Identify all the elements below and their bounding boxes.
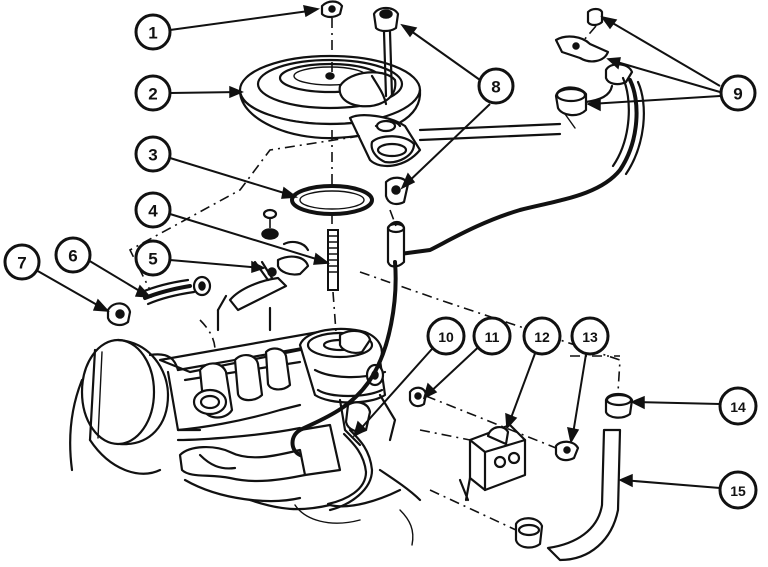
callout-14: 14 bbox=[718, 386, 758, 426]
callout-6: 6 bbox=[54, 236, 92, 274]
svg-text:1: 1 bbox=[148, 24, 157, 43]
svg-text:6: 6 bbox=[68, 247, 77, 266]
callout-2: 2 bbox=[134, 74, 172, 112]
callout-8: 8 bbox=[477, 67, 515, 105]
svg-text:10: 10 bbox=[438, 329, 454, 345]
callout-12: 12 bbox=[522, 316, 562, 356]
callout-1: 1 bbox=[134, 13, 172, 51]
air-cleaner bbox=[238, 54, 422, 168]
svg-text:8: 8 bbox=[491, 78, 500, 97]
svg-text:3: 3 bbox=[148, 146, 157, 165]
callout-5: 5 bbox=[134, 239, 172, 277]
svg-text:13: 13 bbox=[582, 329, 598, 345]
stud bbox=[327, 229, 339, 291]
leader-lines bbox=[35, 5, 721, 489]
callout-3: 3 bbox=[134, 135, 172, 173]
solenoid-assembly bbox=[216, 208, 310, 332]
temperature-sensor bbox=[372, 6, 410, 206]
callout-10: 10 bbox=[426, 316, 466, 356]
wing-nut bbox=[320, 0, 344, 19]
svg-text:11: 11 bbox=[485, 329, 500, 345]
bracket-assembly bbox=[458, 423, 580, 502]
callout-7: 7 bbox=[3, 243, 41, 281]
vacuum-hose-and-fitting bbox=[106, 275, 212, 327]
callout-13: 13 bbox=[570, 316, 610, 356]
svg-text:2: 2 bbox=[148, 85, 157, 104]
svg-text:4: 4 bbox=[148, 202, 158, 221]
callout-11: 11 bbox=[472, 316, 512, 356]
callout-15: 15 bbox=[718, 470, 758, 510]
svg-text:5: 5 bbox=[148, 250, 157, 269]
engine-assembly bbox=[69, 328, 422, 546]
svg-text:9: 9 bbox=[733, 85, 742, 104]
vacuum-motor-assembly bbox=[386, 7, 645, 268]
pcv-hose-assembly bbox=[514, 392, 634, 562]
callout-4: 4 bbox=[134, 191, 172, 229]
svg-text:14: 14 bbox=[730, 399, 746, 415]
callout-9: 9 bbox=[719, 74, 757, 112]
svg-text:15: 15 bbox=[730, 483, 746, 499]
svg-text:7: 7 bbox=[17, 254, 26, 273]
vacuum-lines bbox=[290, 260, 428, 512]
svg-text:12: 12 bbox=[534, 329, 550, 345]
gasket bbox=[290, 184, 374, 216]
